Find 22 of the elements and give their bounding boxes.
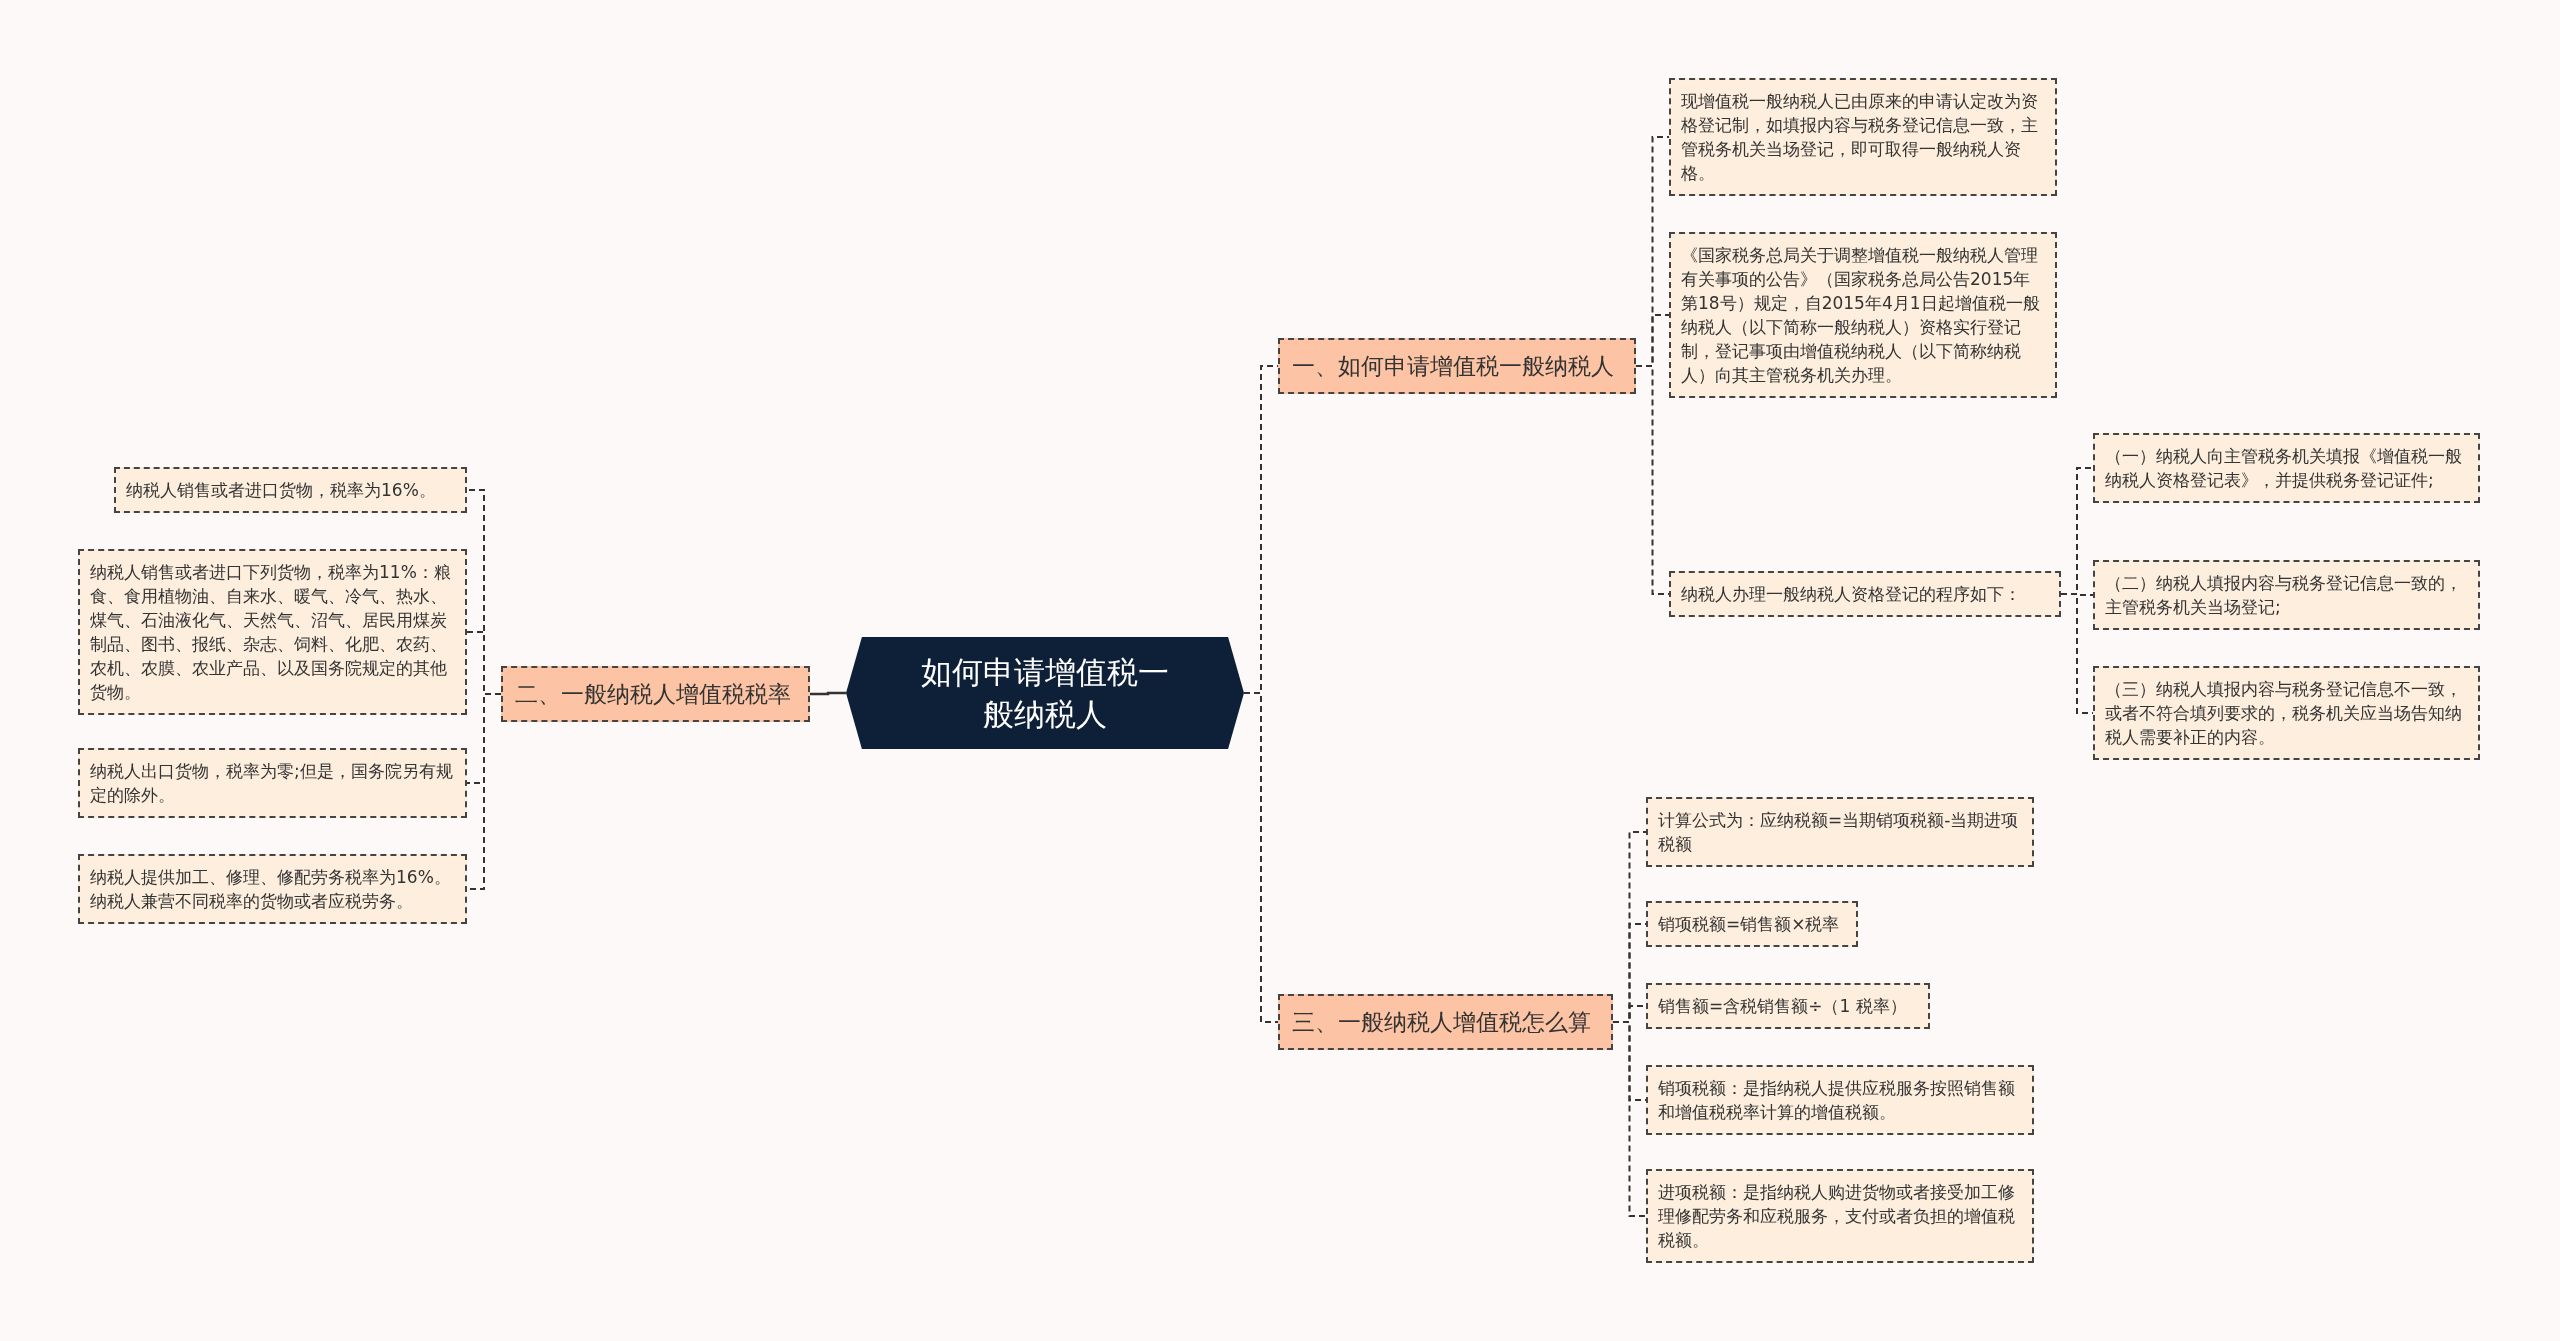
note-box: 纳税人销售或者进口货物，税率为16%。: [114, 467, 467, 513]
note-box: 纳税人提供加工、修理、修配劳务税率为16%。纳税人兼营不同税率的货物或者应税劳务。: [78, 854, 467, 924]
note-box: 销项税额：是指纳税人提供应税服务按照销售额和增值税税率计算的增值税额。: [1646, 1065, 2034, 1135]
note-box: （一）纳税人向主管税务机关填报《增值税一般纳税人资格登记表》，并提供税务登记证件;: [2093, 433, 2480, 503]
note-box: 纳税人销售或者进口下列货物，税率为11%：粮食、食用植物油、自来水、暖气、冷气、热水、煤气、石油液化气、天然气、沼气、居民用煤炭制品、图书、报纸、杂志、饲料、化肥、农药、农机、农膜、农业产品、以及国务院规定的其他货物。: [78, 549, 467, 715]
note-box: 纳税人出口货物，税率为零;但是，国务院另有规定的除外。: [78, 748, 467, 818]
topic-box: 二、一般纳税人增值税税率: [501, 666, 810, 722]
topic-box: 一、如何申请增值税一般纳税人: [1278, 338, 1636, 394]
connector-line: [1612, 1021, 1647, 1217]
note-box: 销项税额=销售额×税率: [1646, 901, 1858, 947]
note-box: 纳税人办理一般纳税人资格登记的程序如下：: [1669, 571, 2061, 617]
note-box: 《国家税务总局关于调整增值税一般纳税人管理有关事项的公告》（国家税务总局公告2015年第18号）规定，自2015年4月1日起增值税一般纳税人（以下简称一般纳税人）资格实行登记制，登记事项由增值税纳税人（以下简称纳税人）向其主管税务机关办理。: [1669, 232, 2057, 398]
note-box: （三）纳税人填报内容与税务登记信息不一致，或者不符合填列要求的，税务机关应当场告知纳税人需要补正的内容。: [2093, 666, 2480, 760]
note-box: 进项税额：是指纳税人购进货物或者接受加工修理修配劳务和应税服务，支付或者负担的增值税税额。: [1646, 1169, 2034, 1263]
connector-line: [1243, 692, 1279, 1023]
note-box: 现增值税一般纳税人已由原来的申请认定改为资格登记制，如填报内容与税务登记信息一致，主管税务机关当场登记，即可取得一般纳税人资格。: [1669, 78, 2057, 196]
note-box: （二）纳税人填报内容与税务登记信息一致的，主管税务机关当场登记;: [2093, 560, 2480, 630]
note-box: 销售额=含税销售额÷（1 税率）: [1646, 983, 1930, 1029]
note-box: 计算公式为：应纳税额=当期销项税额-当期进项税额: [1646, 797, 2034, 867]
central-topic: 如何申请增值税一般纳税人: [846, 637, 1244, 749]
topic-box: 三、一般纳税人增值税怎么算: [1278, 994, 1613, 1050]
connector-line: [810, 691, 846, 696]
